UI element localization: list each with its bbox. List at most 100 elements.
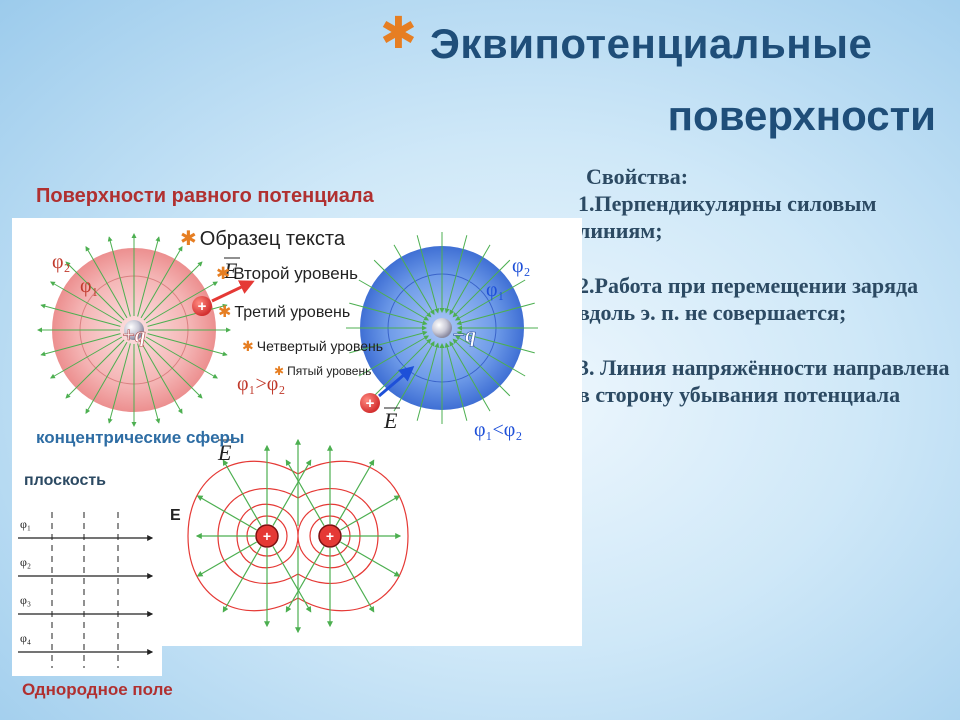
positive-sphere: [37, 233, 231, 427]
test-charge-plus-2: +: [366, 395, 375, 412]
uniform-field-diagram: φ₁ φ₂ φ₃ φ₄: [18, 512, 154, 668]
positive-field-lines: [37, 233, 231, 427]
field-line: [285, 459, 325, 526]
field-line: [452, 338, 511, 397]
field-line: [358, 279, 430, 321]
field-line: [349, 302, 428, 326]
bullet-star-icon: ✱: [242, 338, 254, 354]
diagram-subtitle: Поверхности равного потенциала: [36, 185, 374, 207]
field-line: [456, 330, 535, 354]
field-line: [49, 281, 123, 324]
field-line: [147, 303, 228, 327]
field-line: [444, 342, 468, 421]
field-line: [40, 303, 121, 327]
field-line: [452, 259, 511, 318]
field-line: [65, 261, 125, 321]
uniform-phi-4: φ₄: [20, 631, 31, 645]
label-field-e: E: [170, 507, 181, 524]
label-concentric-spheres: концентрические сферы: [36, 428, 245, 447]
dipole-field-symbol: E: [217, 440, 232, 465]
phi1-positive: φ₁: [80, 275, 99, 297]
phi1-negative: φ₁: [486, 279, 505, 301]
field-line: [340, 495, 401, 531]
field-line: [196, 541, 257, 577]
field-line: [222, 546, 262, 613]
field-line: [454, 335, 526, 377]
uniform-phi-2: φ₂: [20, 555, 31, 569]
property-3: 3. Линия напряжённости направлена в стор…: [578, 355, 950, 407]
field-diagram: + + +q −q φ₂ φ₁ φ₁>φ₂ φ₂ φ₁ φ₁<φ₂ E E: [37, 232, 538, 634]
test-charge-positive: [192, 296, 212, 316]
field-line: [340, 541, 401, 577]
test-charge-negative-side: [360, 393, 380, 413]
field-vector-negative: [378, 366, 415, 398]
bullet-star-icon: ✱: [274, 364, 285, 378]
negative-charge-label: −q: [452, 322, 476, 347]
positive-charge-label: +q: [122, 322, 146, 347]
equipotential-curve: [236, 503, 361, 569]
label-plane: плоскость: [24, 472, 107, 489]
field-line: [449, 340, 491, 412]
outline-level-5: ✱Пятый уровень: [274, 364, 372, 378]
title-line-1: Эквипотенциальные: [430, 20, 873, 67]
phi2-positive: φ₂: [52, 251, 71, 273]
uniform-field-panel: φ₁ φ₂ φ₃ φ₄: [12, 498, 162, 676]
field-line: [335, 546, 375, 613]
field-vector-positive: [211, 280, 255, 303]
field-line: [107, 236, 131, 317]
test-charge-plus-1: +: [198, 298, 207, 315]
field-line: [145, 281, 219, 324]
field-symbol-e-positive: E: [223, 258, 238, 283]
field-line: [143, 261, 203, 321]
dipole-field-lines: [195, 438, 402, 634]
field-line: [358, 335, 430, 377]
field-line: [285, 546, 325, 613]
dipole-diagram: + + E: [187, 438, 409, 634]
negative-field-lines: [346, 232, 538, 424]
bullet-star-icon: ✱: [380, 9, 417, 58]
field-line: [140, 245, 183, 319]
dipole-plus-right: +: [326, 528, 334, 544]
positive-charge-ball: [124, 320, 144, 340]
field-line: [107, 343, 131, 424]
field-line: [143, 339, 203, 399]
field-line: [416, 235, 440, 314]
field-line: [373, 259, 432, 318]
bullet-star-icon: ✱: [180, 228, 197, 250]
field-line: [85, 341, 128, 415]
uniform-phi-3: φ₃: [20, 593, 31, 607]
phi2-negative: φ₂: [512, 255, 531, 277]
field-line: [444, 235, 468, 314]
dipole-charge-right: [318, 524, 342, 548]
property-1: 1.Перпендикулярны силовым линиям;: [578, 191, 877, 243]
properties-text: Свойства: 1.Перпендикулярны силовым лини…: [578, 163, 950, 408]
field-line: [140, 341, 183, 415]
title-line-2: поверхности: [667, 92, 936, 139]
field-line: [222, 459, 262, 526]
bullet-star-icon: ✱: [216, 264, 231, 283]
field-line: [65, 339, 125, 399]
field-line: [272, 546, 312, 613]
field-line: [137, 236, 161, 317]
field-line: [454, 279, 526, 321]
field-line: [416, 342, 440, 421]
field-line: [85, 245, 128, 319]
uniform-phi-1: φ₁: [20, 517, 31, 531]
field-line: [393, 244, 435, 316]
field-line: [137, 343, 161, 424]
field-line: [40, 333, 121, 357]
field-line: [272, 459, 312, 526]
field-line: [449, 244, 491, 316]
field-line: [147, 333, 228, 357]
bullet-star-icon: ✱: [218, 304, 232, 321]
label-uniform-field: Однородное поле: [22, 680, 173, 699]
field-line: [349, 330, 428, 354]
outline-level-1: ✱Образец текста: [180, 228, 345, 250]
relation-positive: φ₁>φ₂: [237, 373, 285, 395]
field-line: [196, 495, 257, 531]
field-line: [335, 459, 375, 526]
field-line: [456, 302, 535, 326]
outline-level-3: ✱Третий уровень: [218, 304, 351, 321]
properties-heading: Свойства:: [586, 164, 689, 189]
